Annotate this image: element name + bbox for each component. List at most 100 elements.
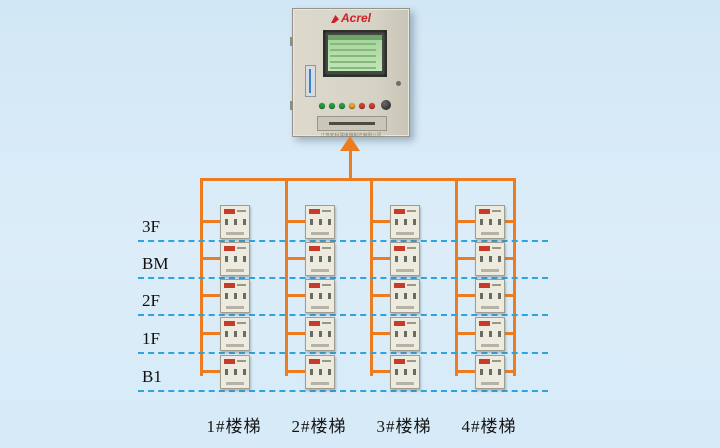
- floor-label-1f: 1F: [142, 329, 160, 348]
- device-base-line: [481, 382, 499, 385]
- device-red-label: [479, 246, 501, 251]
- device-box: [475, 205, 505, 239]
- branch-line: [457, 370, 475, 373]
- monitor-cabinet: Acrel 江苏安科瑞电器制造有限公司: [290, 8, 410, 138]
- branch-line: [457, 332, 475, 335]
- device-terminals: [480, 256, 501, 262]
- device-terminals: [225, 369, 246, 375]
- main-bus-line: [200, 178, 516, 181]
- floor-line-bm: [138, 277, 548, 279]
- device-terminals: [310, 219, 331, 225]
- device-red-label: [394, 246, 416, 251]
- device-base-line: [481, 269, 499, 272]
- device-terminals: [480, 369, 501, 375]
- branch-line: [287, 332, 305, 335]
- cabinet-hinge: [290, 101, 293, 110]
- floor-line-3f: [138, 240, 548, 242]
- device-red-label: [309, 283, 331, 288]
- device-base-line: [311, 232, 329, 235]
- device-terminals: [310, 256, 331, 262]
- device-base-line: [481, 344, 499, 347]
- staircase-label-4: 4#楼梯: [461, 417, 517, 436]
- indicator-light: [359, 103, 365, 109]
- device-base-line: [311, 306, 329, 309]
- device-box: [390, 242, 420, 276]
- device-base-line: [481, 232, 499, 235]
- floor-label-bm: BM: [142, 254, 169, 273]
- device-base-line: [396, 344, 414, 347]
- staircase-label-3: 3#楼梯: [376, 417, 432, 436]
- device-terminals: [395, 331, 416, 337]
- indicator-light: [369, 103, 375, 109]
- device-red-label: [309, 321, 331, 326]
- device-red-label: [224, 283, 246, 288]
- branch-line: [503, 332, 513, 335]
- uplink-arrow-icon: [340, 136, 360, 151]
- branch-line: [202, 370, 220, 373]
- level-indicator: [305, 65, 316, 97]
- device-box: [220, 355, 250, 389]
- device-box: [390, 205, 420, 239]
- device-red-label: [394, 209, 416, 214]
- device-terminals: [310, 369, 331, 375]
- floor-label-b1: B1: [142, 367, 162, 386]
- uplink-line: [349, 149, 352, 179]
- branch-line: [372, 220, 390, 223]
- branch-line: [287, 220, 305, 223]
- device-base-line: [396, 269, 414, 272]
- indicator-light: [349, 103, 355, 109]
- device-box: [220, 205, 250, 239]
- device-red-label: [224, 321, 246, 326]
- branch-line: [457, 257, 475, 260]
- indicator-lights-row: [319, 102, 375, 110]
- branch-line: [372, 294, 390, 297]
- door-lock: [396, 81, 401, 86]
- device-box: [305, 317, 335, 351]
- device-base-line: [396, 306, 414, 309]
- device-red-label: [224, 209, 246, 214]
- indicator-light: [339, 103, 345, 109]
- branch-line: [372, 257, 390, 260]
- device-base-line: [311, 344, 329, 347]
- branch-line: [287, 257, 305, 260]
- branch-line: [457, 294, 475, 297]
- device-terminals: [480, 331, 501, 337]
- floor-label-3f: 3F: [142, 217, 160, 236]
- device-box: [475, 279, 505, 313]
- device-terminals: [310, 331, 331, 337]
- device-box: [305, 355, 335, 389]
- device-red-label: [224, 246, 246, 251]
- device-box: [305, 205, 335, 239]
- branch-line: [202, 257, 220, 260]
- acrel-logo-text: Acrel: [340, 11, 372, 25]
- device-terminals: [395, 219, 416, 225]
- device-base-line: [226, 269, 244, 272]
- branch-line: [503, 294, 513, 297]
- device-red-label: [394, 283, 416, 288]
- acrel-logo: Acrel: [293, 12, 409, 25]
- branch-line: [287, 294, 305, 297]
- device-box: [390, 279, 420, 313]
- device-base-line: [396, 382, 414, 385]
- device-red-label: [394, 359, 416, 364]
- branch-line: [457, 220, 475, 223]
- device-base-line: [226, 232, 244, 235]
- staircase-label-2: 2#楼梯: [291, 417, 347, 436]
- branch-line: [372, 332, 390, 335]
- lcd-display: [328, 35, 382, 71]
- device-terminals: [480, 219, 501, 225]
- floor-line-1f: [138, 352, 548, 354]
- device-red-label: [394, 321, 416, 326]
- cabinet-hinge: [290, 37, 293, 46]
- device-terminals: [310, 293, 331, 299]
- device-base-line: [481, 306, 499, 309]
- device-box: [475, 242, 505, 276]
- device-box: [305, 242, 335, 276]
- device-base-line: [396, 232, 414, 235]
- floor-line-b1: [138, 390, 548, 392]
- device-terminals: [225, 256, 246, 262]
- indicator-light: [319, 103, 325, 109]
- printer-slot: [317, 116, 387, 131]
